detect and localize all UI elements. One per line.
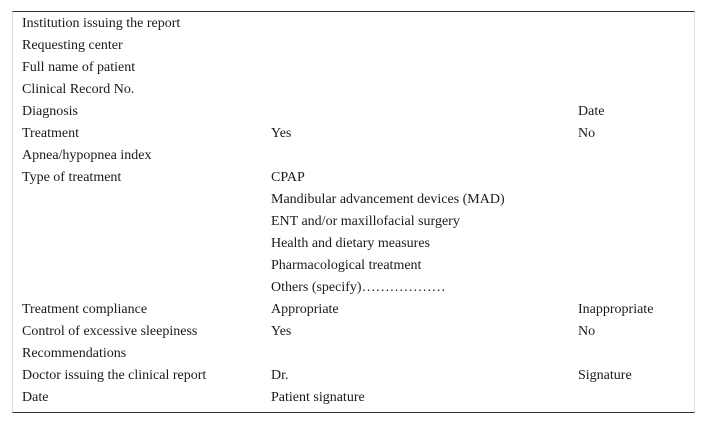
treatment-option: ENT and/or maxillofacial surgery xyxy=(271,214,460,229)
treatment-option: Health and dietary measures xyxy=(271,236,430,251)
row-patient-name: Full name of patient xyxy=(13,57,694,79)
row-recommendations: Recommendations xyxy=(13,343,694,365)
row-institution: Institution issuing the report xyxy=(13,13,694,35)
row-compliance: Treatment compliance Appropriate Inappro… xyxy=(13,299,694,321)
field-option: No xyxy=(578,126,596,141)
row-treatment-type: Type of treatment CPAP xyxy=(13,167,694,189)
row-sleepiness-control: Control of excessive sleepiness Yes No xyxy=(13,321,694,343)
field-label: Diagnosis xyxy=(22,104,78,119)
field-label: Institution issuing the report xyxy=(22,16,181,31)
field-label: Requesting center xyxy=(22,38,123,53)
field-label: Type of treatment xyxy=(22,170,122,185)
row-treatment: Treatment Yes No xyxy=(13,123,694,145)
field-option: Yes xyxy=(271,324,292,339)
row-treatment-type-dietary: Health and dietary measures xyxy=(13,233,694,255)
clinical-report-form: Institution issuing the report Requestin… xyxy=(12,11,695,413)
field-option: Date xyxy=(578,104,605,119)
row-clinical-record: Clinical Record No. xyxy=(13,79,694,101)
treatment-option: Mandibular advancement devices (MAD) xyxy=(271,192,505,207)
row-treatment-type-surgery: ENT and/or maxillofacial surgery xyxy=(13,211,694,233)
field-option: No xyxy=(578,324,596,339)
field-option: Yes xyxy=(271,126,292,141)
field-option: Patient signature xyxy=(271,390,365,405)
field-option: Appropriate xyxy=(271,302,339,317)
row-diagnosis: Diagnosis Date xyxy=(13,101,694,123)
field-label: Treatment xyxy=(22,126,80,141)
row-treatment-type-others: Others (specify)……………… xyxy=(13,277,694,299)
row-treatment-type-pharma: Pharmacological treatment xyxy=(13,255,694,277)
row-requesting-center: Requesting center xyxy=(13,35,694,57)
field-label: Full name of patient xyxy=(22,60,136,75)
treatment-option: CPAP xyxy=(271,170,305,185)
row-apnea-index: Apnea/hypopnea index xyxy=(13,145,694,167)
field-label: Recommendations xyxy=(22,346,127,361)
row-treatment-type-mad: Mandibular advancement devices (MAD) xyxy=(13,189,694,211)
field-label: Treatment compliance xyxy=(22,302,148,317)
field-label: Apnea/hypopnea index xyxy=(22,148,152,163)
treatment-option: Others (specify)……………… xyxy=(271,280,446,295)
field-option: Dr. xyxy=(271,368,289,383)
row-date: Date Patient signature xyxy=(13,387,694,409)
treatment-option: Pharmacological treatment xyxy=(271,258,422,273)
field-label: Control of excessive sleepiness xyxy=(22,324,198,339)
field-option: Inappropriate xyxy=(578,302,654,317)
field-option: Signature xyxy=(578,368,632,383)
row-doctor: Doctor issuing the clinical report Dr. S… xyxy=(13,365,694,387)
field-label: Doctor issuing the clinical report xyxy=(22,368,207,383)
field-label: Date xyxy=(22,390,49,405)
field-label: Clinical Record No. xyxy=(22,82,135,97)
